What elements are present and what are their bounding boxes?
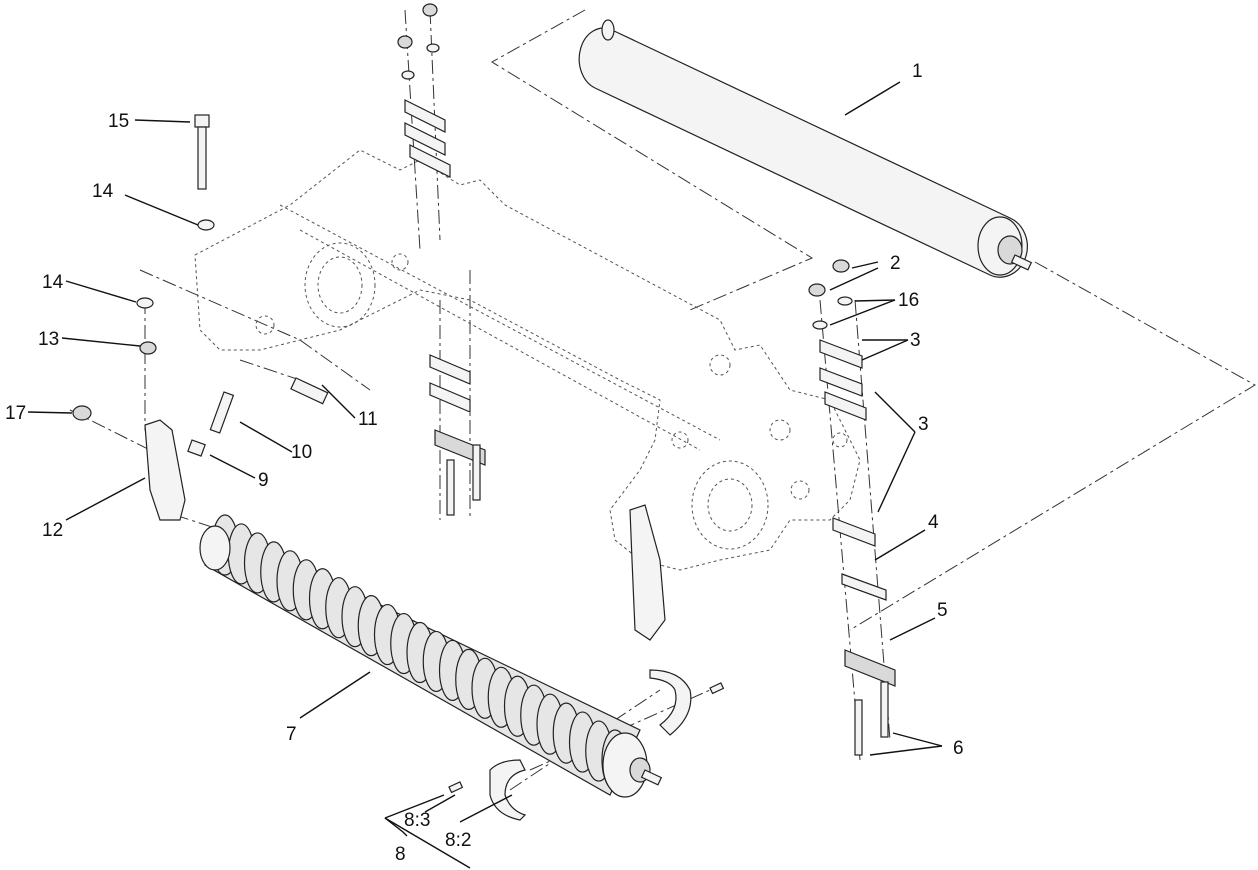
callout-15: 15 (108, 111, 129, 132)
leader-lines (27, 81, 943, 869)
callout-1: 1 (912, 61, 923, 82)
callout-9: 9 (258, 470, 269, 491)
callout-3-upper: 3 (910, 330, 921, 351)
part-7-rear-roller (199, 514, 663, 798)
callout-10: 10 (291, 442, 312, 463)
part-1-front-roller (578, 19, 1033, 278)
callout-14-lower: 14 (42, 272, 64, 293)
callout-16: 16 (898, 290, 919, 311)
callout-12: 12 (42, 520, 63, 541)
callout-4: 4 (928, 512, 939, 533)
callout-2: 2 (890, 253, 901, 274)
callout-7: 7 (286, 724, 297, 745)
callout-17: 17 (5, 403, 26, 424)
callout-14-upper: 14 (92, 181, 114, 202)
callout-11: 11 (358, 409, 378, 430)
callout-3-lower: 3 (918, 414, 929, 435)
mower-frame-phantom (194, 149, 861, 571)
callout-labels: 1 2 16 3 3 4 5 6 7 8 8:3 8:2 9 10 11 12 … (5, 61, 964, 865)
callout-13: 13 (38, 329, 59, 350)
callout-8-2: 8:2 (445, 830, 471, 851)
callout-5: 5 (937, 600, 948, 621)
callout-6: 6 (953, 738, 964, 759)
hardware-parts (72, 3, 896, 794)
callout-8-3: 8:3 (404, 810, 430, 831)
part-8-2-bearing-halves (489, 669, 692, 821)
callout-8: 8 (395, 844, 406, 865)
